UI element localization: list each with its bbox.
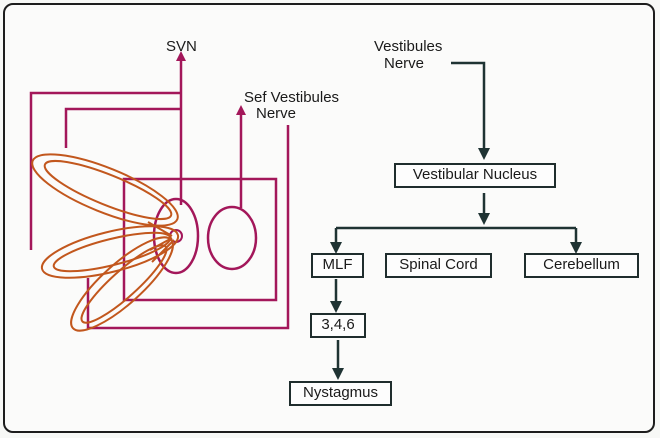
semicircular-canals (24, 140, 185, 343)
sef-nerve-loop (88, 125, 288, 328)
canal-loop-upper (24, 140, 185, 239)
node-mlf: MLF (311, 253, 364, 278)
node-nystagmus: Nystagmus (289, 381, 392, 406)
svn-label: SVN (166, 39, 197, 55)
arrow-nerve-to-nucleus (451, 63, 484, 154)
sef-vestibules-label-line2: Nerve (256, 106, 296, 122)
vestibule-housing (124, 179, 276, 300)
canal-loop-lower (60, 225, 185, 343)
svn-nerve-inner (66, 109, 181, 148)
node-cranial-nuclei: 3,4,6 (310, 313, 366, 338)
vestibules-nerve-label-line2: Nerve (384, 56, 424, 72)
sef-vestibules-label-line1: Sef Vestibules (244, 90, 339, 106)
flowchart-connectors (336, 63, 576, 374)
vestibules-nerve-label-line1: Vestibules (374, 39, 442, 55)
node-spinal-cord: Spinal Cord (385, 253, 492, 278)
node-vestibular-nucleus: Vestibular Nucleus (394, 163, 556, 188)
node-cerebellum: Cerebellum (524, 253, 639, 278)
saccule-oval (208, 207, 256, 269)
